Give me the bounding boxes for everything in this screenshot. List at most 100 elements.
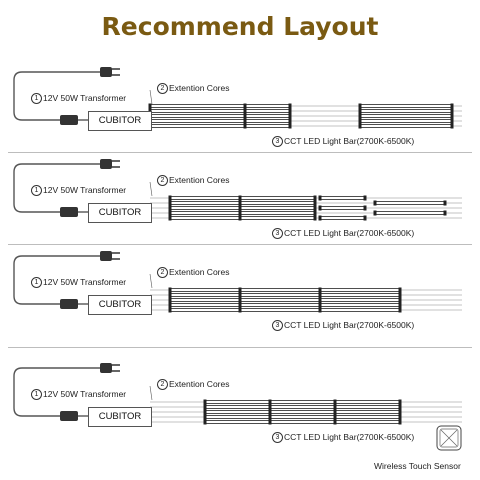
led-light-bar	[374, 201, 446, 205]
led-light-bar	[319, 293, 401, 297]
led-light-bar	[239, 216, 316, 220]
wiring-diagram	[13, 159, 462, 221]
light-bar-label-text: CCT LED Light Bar(2700K-6500K)	[284, 228, 415, 238]
wireless-touch-sensor-icon	[436, 425, 462, 451]
led-light-bar	[204, 400, 271, 404]
cubitor-box: CUBITOR	[88, 295, 152, 315]
transformer-label-text: 12V 50W Transformer	[43, 277, 127, 287]
extention-cores-label-text: Extention Cores	[169, 83, 230, 93]
led-light-bar	[169, 206, 241, 210]
light-bar-label-text: CCT LED Light Bar(2700K-6500K)	[284, 136, 415, 146]
led-light-bar	[269, 400, 336, 404]
transformer-label-text: 12V 50W Transformer	[43, 93, 127, 103]
led-light-bar	[269, 405, 336, 409]
led-light-bar	[374, 211, 446, 215]
led-light-bar	[169, 216, 241, 220]
led-light-bar	[239, 293, 321, 297]
led-light-bar	[239, 201, 316, 205]
cubitor-box: CUBITOR	[88, 111, 152, 131]
led-light-bar	[319, 298, 401, 302]
led-light-bar	[204, 410, 271, 414]
led-light-bar	[204, 405, 271, 409]
step-number: 1	[31, 277, 42, 289]
transformer-label-text: 12V 50W Transformer	[43, 389, 127, 399]
led-light-bar	[359, 119, 453, 123]
led-light-bar	[204, 420, 271, 424]
step-number: 1	[31, 93, 42, 105]
led-light-bar	[319, 216, 366, 220]
power-plug-icon	[100, 251, 120, 261]
extention-cores-label-text: Extention Cores	[169, 175, 230, 185]
led-light-bar	[319, 196, 366, 200]
led-light-bar	[359, 124, 453, 128]
transformer-icon	[60, 299, 78, 309]
led-light-bar	[334, 410, 401, 414]
led-light-bar	[169, 298, 241, 302]
power-plug-icon	[100, 67, 120, 77]
step-number: 3	[272, 320, 283, 332]
cubitor-box: CUBITOR	[88, 203, 152, 223]
light-bar-label-text: CCT LED Light Bar(2700K-6500K)	[284, 432, 415, 442]
cubitor-box: CUBITOR	[88, 407, 152, 427]
extention-cores-label-text: Extention Cores	[169, 267, 230, 277]
led-light-bar	[149, 104, 246, 108]
light-bar-label-text: CCT LED Light Bar(2700K-6500K)	[284, 320, 415, 330]
transformer-label-text: 12V 50W Transformer	[43, 185, 127, 195]
transformer-icon	[60, 115, 78, 125]
step-number: 2	[157, 83, 168, 95]
wiring-diagram	[13, 363, 462, 425]
step-number: 2	[157, 267, 168, 279]
section-divider	[8, 244, 472, 245]
led-light-bar	[169, 303, 241, 307]
step-number: 3	[272, 228, 283, 240]
led-light-bar	[149, 124, 246, 128]
step-number: 1	[31, 185, 42, 197]
led-light-bar	[239, 206, 316, 210]
led-light-bar	[269, 420, 336, 424]
led-light-bar	[244, 124, 291, 128]
power-plug-icon	[100, 159, 120, 169]
led-light-bar	[244, 114, 291, 118]
led-light-bar	[334, 405, 401, 409]
page-title: Recommend Layout	[101, 12, 379, 41]
led-light-bar	[239, 303, 321, 307]
step-number: 3	[272, 136, 283, 148]
led-light-bar	[169, 211, 241, 215]
led-light-bar	[169, 288, 241, 292]
led-light-bar	[319, 288, 401, 292]
led-light-bar	[239, 288, 321, 292]
section-divider	[8, 347, 472, 348]
led-light-bar	[334, 400, 401, 404]
led-light-bar	[319, 303, 401, 307]
led-light-bar	[204, 415, 271, 419]
transformer-icon	[60, 411, 78, 421]
led-light-bar	[239, 196, 316, 200]
led-light-bar	[244, 109, 291, 113]
sensor-label: Wireless Touch Sensor	[374, 461, 461, 471]
extention-cores-label-text: Extention Cores	[169, 379, 230, 389]
led-light-bar	[319, 308, 401, 312]
led-light-bar	[359, 109, 453, 113]
led-light-bar	[149, 109, 246, 113]
led-light-bar	[334, 415, 401, 419]
led-light-bar	[269, 415, 336, 419]
led-light-bar	[149, 114, 246, 118]
led-light-bar	[169, 196, 241, 200]
led-light-bar	[359, 104, 453, 108]
led-light-bar	[319, 206, 366, 210]
led-light-bar	[239, 211, 316, 215]
led-light-bar	[239, 308, 321, 312]
